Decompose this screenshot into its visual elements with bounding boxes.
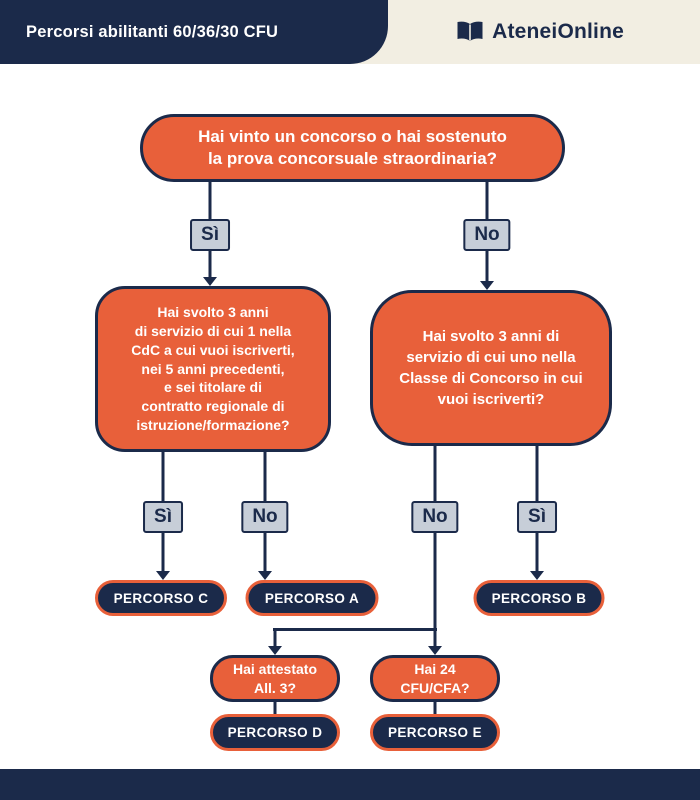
outcome-pill-percorso-b: PERCORSO B (473, 580, 605, 616)
connector-line (535, 533, 539, 571)
decision-label-yes-left: Sì (143, 501, 183, 533)
arrow-down-icon (530, 571, 544, 580)
brand-name: AteneiOnline (492, 20, 624, 43)
outcome-pill-percorso-a: PERCORSO A (245, 580, 379, 616)
outcome-pill-percorso-c: PERCORSO C (95, 580, 227, 616)
footer-bar (0, 769, 700, 800)
decision-label-yes-right: Sì (517, 501, 557, 533)
connector-line (433, 702, 437, 715)
connector-line (485, 182, 489, 219)
outcome-pill-percorso-d: PERCORSO D (210, 714, 340, 751)
connector-line (273, 702, 277, 715)
decision-label-yes-root: Sì (190, 219, 230, 251)
connector-line (208, 182, 212, 219)
header-title-band: Percorsi abilitanti 60/36/30 CFU (0, 0, 388, 64)
connector-line (161, 452, 165, 501)
page-title: Percorsi abilitanti 60/36/30 CFU (26, 22, 279, 41)
connector-line (273, 628, 437, 631)
brand-logo: AteneiOnline (456, 0, 624, 64)
connector-line (208, 251, 212, 277)
connector-line (161, 533, 165, 571)
connector-line (273, 628, 277, 646)
decision-label-no-root: No (463, 219, 511, 251)
arrow-down-icon (156, 571, 170, 580)
question-cfu-box: Hai 24 CFU/CFA? (370, 655, 500, 702)
arrow-down-icon (258, 571, 272, 580)
connector-line (485, 251, 489, 281)
outcome-pill-percorso-e: PERCORSO E (370, 714, 500, 751)
book-icon (457, 21, 483, 41)
header: Percorsi abilitanti 60/36/30 CFU AteneiO… (0, 0, 700, 64)
arrow-down-icon (428, 646, 442, 655)
question-left-box: Hai svolto 3 anni di servizio di cui 1 n… (95, 286, 331, 452)
decision-label-no-right: No (411, 501, 459, 533)
connector-line (433, 446, 437, 501)
connector-line (433, 628, 437, 646)
connector-line (433, 533, 437, 630)
arrow-down-icon (480, 281, 494, 290)
decision-label-no-left: No (241, 501, 289, 533)
arrow-down-icon (203, 277, 217, 286)
question-root-box: Hai vinto un concorso o hai sostenuto la… (140, 114, 565, 182)
connector-line (263, 533, 267, 571)
question-attestato-box: Hai attestato All. 3? (210, 655, 340, 702)
connector-line (263, 452, 267, 501)
question-right-box: Hai svolto 3 anni di servizio di cui uno… (370, 290, 612, 446)
arrow-down-icon (268, 646, 282, 655)
connector-line (535, 446, 539, 501)
